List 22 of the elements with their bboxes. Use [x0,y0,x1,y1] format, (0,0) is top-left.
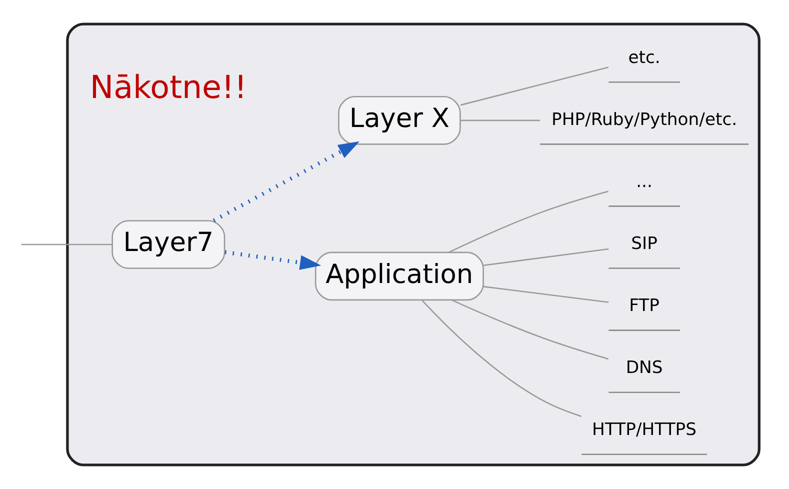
connector [482,248,608,266]
node-text: ... [636,172,652,192]
node-box: Layer7 [111,220,225,269]
connector [460,120,540,122]
node-box: Layer X [338,96,460,145]
node-text: DNS [625,358,662,378]
node-box: Application [314,252,484,301]
arrow [224,250,321,270]
node-text: HTTP/HTTPS [592,420,696,440]
node-text: etc. [628,48,660,68]
connector [482,286,608,303]
connector [460,66,608,106]
label: Nākotne!! [89,70,246,106]
connector [448,190,608,253]
connector [20,244,112,246]
connector [451,299,608,360]
node-text: PHP/Ruby/Python/etc. [550,110,737,130]
node-text: SIP [630,234,657,254]
cluster [66,22,760,466]
node-text: FTP [628,296,660,316]
connector [421,300,582,417]
arrow [212,141,359,222]
